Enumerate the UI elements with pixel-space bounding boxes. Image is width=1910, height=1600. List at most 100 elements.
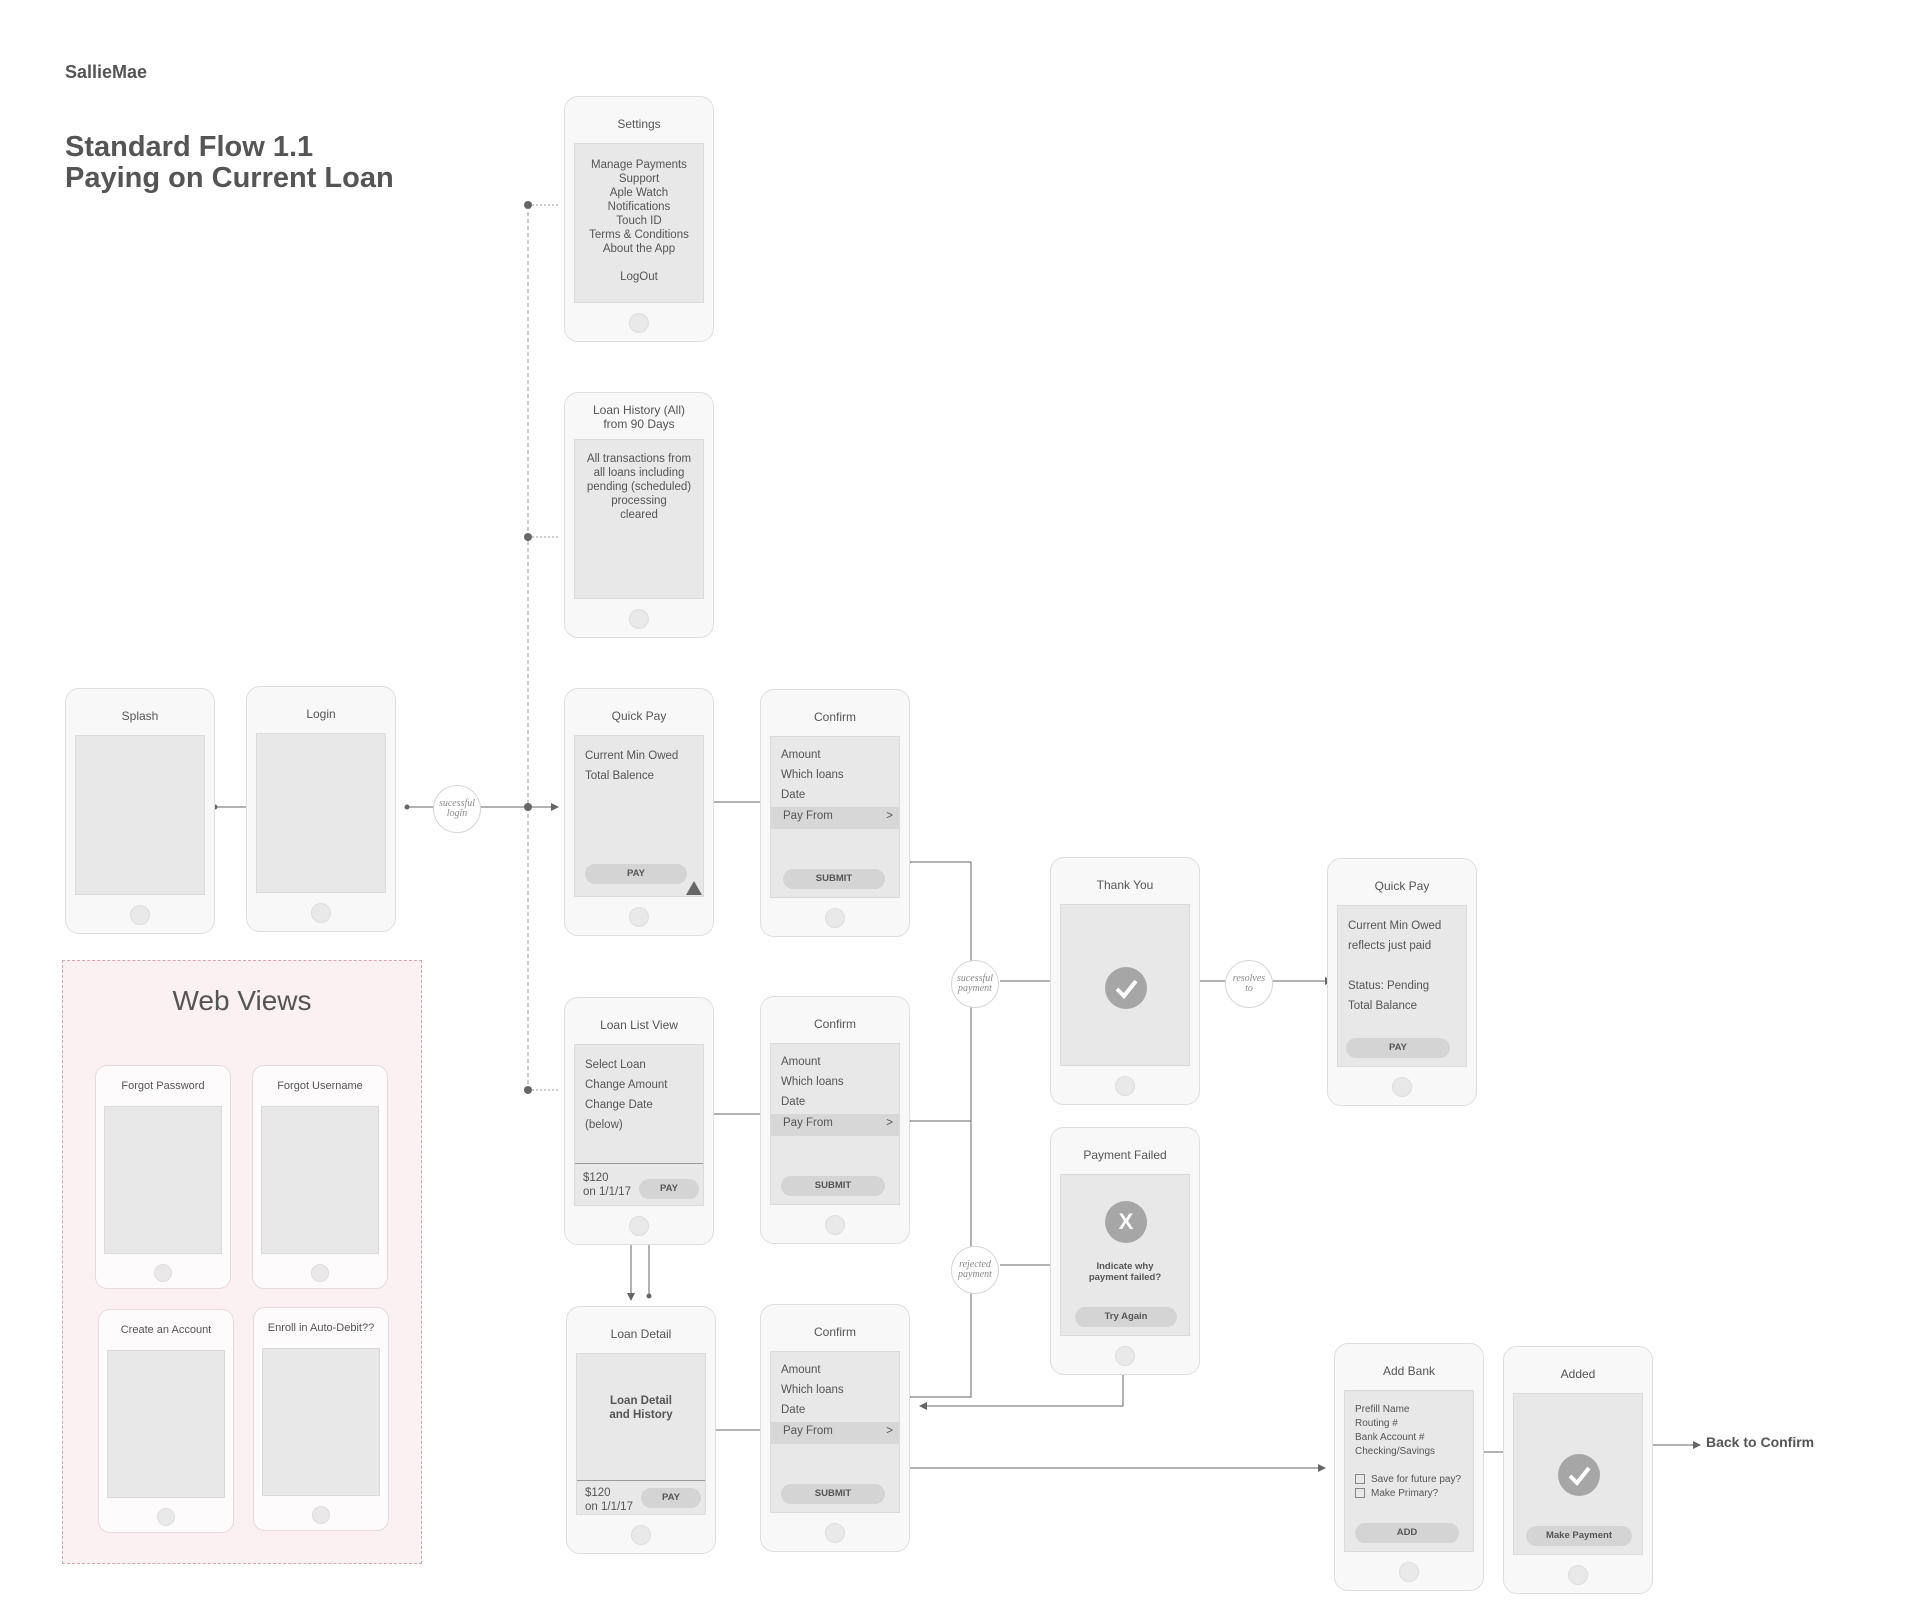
forgot-username-screen[interactable]: Forgot Username	[252, 1065, 388, 1289]
try-again-button[interactable]: Try Again	[1075, 1307, 1177, 1327]
successful-login-label: sucessful login	[433, 785, 481, 833]
account-number-field[interactable]: Bank Account #	[1355, 1432, 1425, 1443]
pay-button[interactable]: PAY	[1346, 1038, 1450, 1058]
menu-item-manage-payments[interactable]: Manage Payments	[591, 159, 687, 171]
forgot-password-screen[interactable]: Forgot Password	[95, 1065, 231, 1289]
screen-area	[75, 735, 205, 895]
confirm-fields: Amount Which loans Date	[771, 1360, 899, 1420]
info-line: Total Balence	[585, 770, 655, 782]
pay-button[interactable]: PAY	[641, 1488, 701, 1508]
field-date: Date	[781, 789, 806, 801]
label-line1: sucessful	[438, 798, 476, 809]
add-bank-screen[interactable]: Add Bank Prefill Name Routing # Bank Acc…	[1334, 1343, 1484, 1591]
label-line2: payment	[958, 983, 992, 994]
screen-title: Enroll in Auto-Debit??	[267, 1322, 375, 1334]
label-line2: login	[446, 808, 468, 819]
loan-history-screen[interactable]: Loan History (All) from 90 Days All tran…	[564, 392, 714, 638]
checkmark-icon	[1558, 1454, 1600, 1496]
pay-from-row[interactable]: Pay From >	[771, 1114, 899, 1136]
routing-number-field[interactable]: Routing #	[1355, 1418, 1398, 1429]
change-amount-option[interactable]: Change Amount	[585, 1079, 668, 1091]
screen-title: Add Bank	[1382, 1364, 1436, 1378]
change-date-option[interactable]: Change Date (below)	[585, 1099, 653, 1131]
account-type-field[interactable]: Checking/Savings	[1355, 1446, 1436, 1457]
enroll-auto-debit-screen[interactable]: Enroll in Auto-Debit??	[253, 1307, 389, 1531]
menu-item-notifications[interactable]: Notifications	[607, 201, 671, 213]
prefill-name-field[interactable]: Prefill Name	[1355, 1404, 1410, 1415]
menu-item-touch-id[interactable]: Touch ID	[616, 215, 662, 227]
field-amount: Amount	[781, 1364, 821, 1376]
confirm-screen-3[interactable]: Confirm Amount Which loans Date Pay From…	[760, 1304, 910, 1552]
quick-pay-updated-screen[interactable]: Quick Pay Current Min Owed reflects just…	[1327, 858, 1477, 1106]
loan-detail-body: Loan Detail and History	[577, 1394, 705, 1422]
checkbox[interactable]	[1355, 1474, 1365, 1485]
label-line1: sucessful	[956, 973, 994, 984]
submit-button[interactable]: SUBMIT	[783, 869, 885, 889]
make-payment-button[interactable]: Make Payment	[1526, 1526, 1632, 1546]
field-date: Date	[781, 1404, 806, 1416]
pay-from-label: Pay From	[783, 810, 833, 822]
back-to-confirm-label: Back to Confirm	[1706, 1434, 1815, 1450]
select-loan-option[interactable]: Select Loan	[585, 1059, 646, 1071]
failure-message-line2: payment failed?	[1088, 1272, 1162, 1283]
history-description: All transactions from all loans includin…	[575, 452, 703, 522]
resolves-to-label: resolves to	[1225, 960, 1273, 1008]
amount-summary: $120 on 1/1/17	[585, 1486, 633, 1514]
screen-title: Payment Failed	[1083, 1148, 1167, 1162]
create-account-screen[interactable]: Create an Account	[98, 1309, 234, 1533]
pay-button[interactable]: PAY	[585, 864, 687, 884]
field-amount: Amount	[781, 1056, 821, 1068]
home-button	[825, 1523, 845, 1543]
menu-item-apple-watch[interactable]: Aple Watch	[609, 187, 669, 199]
submit-button[interactable]: SUBMIT	[781, 1176, 885, 1196]
home-button	[154, 1264, 172, 1282]
field-amount: Amount	[781, 749, 821, 761]
settings-screen[interactable]: Settings Manage Payments Support Aple Wa…	[564, 96, 714, 342]
save-for-future-option[interactable]: Save for future pay?	[1355, 1473, 1463, 1487]
login-screen[interactable]: Login	[246, 686, 396, 932]
home-button	[1392, 1077, 1412, 1097]
checkbox[interactable]	[1355, 1488, 1365, 1499]
menu-item-about[interactable]: About the App	[602, 243, 676, 255]
bank-form: Prefill Name Routing # Bank Account # Ch…	[1345, 1403, 1473, 1501]
confirm-screen-2[interactable]: Confirm Amount Which loans Date Pay From…	[760, 996, 910, 1244]
failure-message: Indicate why payment failed?	[1061, 1261, 1189, 1283]
submit-button[interactable]: SUBMIT	[781, 1484, 885, 1504]
loan-detail-screen[interactable]: Loan Detail Loan Detail and History $120…	[566, 1306, 716, 1554]
confirm-screen-1[interactable]: Confirm Amount Which loans Date Pay From…	[760, 689, 910, 937]
screen-title: Forgot Username	[277, 1080, 363, 1092]
quick-pay-info: Current Min Owed reflects just paid Stat…	[1338, 916, 1466, 1016]
home-button	[631, 1525, 651, 1545]
payment-failed-screen[interactable]: Payment Failed X Indicate why payment fa…	[1050, 1127, 1200, 1375]
detail-line1: Loan Detail	[610, 1395, 672, 1407]
menu-item-logout[interactable]: LogOut	[620, 271, 658, 283]
amount-summary: $120 on 1/1/17	[583, 1171, 631, 1199]
added-screen[interactable]: Added Make Payment	[1503, 1346, 1653, 1594]
menu-item-terms[interactable]: Terms & Conditions	[589, 229, 689, 241]
field-which-loans: Which loans	[781, 1384, 844, 1396]
make-primary-option[interactable]: Make Primary?	[1355, 1487, 1463, 1501]
page-title-line1: Standard Flow 1.1	[65, 131, 314, 163]
screen-title: Confirm	[813, 710, 856, 724]
brand-name: SallieMae	[65, 62, 148, 82]
screen-area	[256, 733, 386, 893]
checkbox-label: Save for future pay?	[1371, 1474, 1462, 1485]
pay-from-row[interactable]: Pay From >	[771, 807, 899, 829]
screen-title: Loan Detail	[610, 1327, 672, 1341]
amount-date: on 1/1/17	[583, 1186, 631, 1198]
screen-area: Amount Which loans Date Pay From > SUBMI…	[770, 1351, 900, 1513]
pay-from-label: Pay From	[783, 1425, 833, 1437]
screen-area: Current Min Owed Total Balence PAY	[574, 735, 704, 897]
loan-list-options: Select Loan Change Amount Change Date (b…	[575, 1055, 703, 1135]
loan-list-screen[interactable]: Loan List View Select Loan Change Amount…	[564, 997, 714, 1245]
home-button	[311, 903, 331, 923]
pay-from-row[interactable]: Pay From >	[771, 1422, 899, 1444]
screen-title: Forgot Password	[121, 1080, 205, 1092]
page-title: Standard Flow 1.1 Paying on Current Loan	[65, 132, 394, 194]
menu-item-support[interactable]: Support	[618, 173, 660, 185]
pay-button[interactable]: PAY	[639, 1179, 699, 1199]
history-line: pending (scheduled)	[586, 481, 692, 493]
checkbox-label: Make Primary?	[1371, 1488, 1439, 1499]
add-button[interactable]: ADD	[1355, 1523, 1459, 1543]
quick-pay-screen[interactable]: Quick Pay Current Min Owed Total Balence…	[564, 688, 714, 936]
